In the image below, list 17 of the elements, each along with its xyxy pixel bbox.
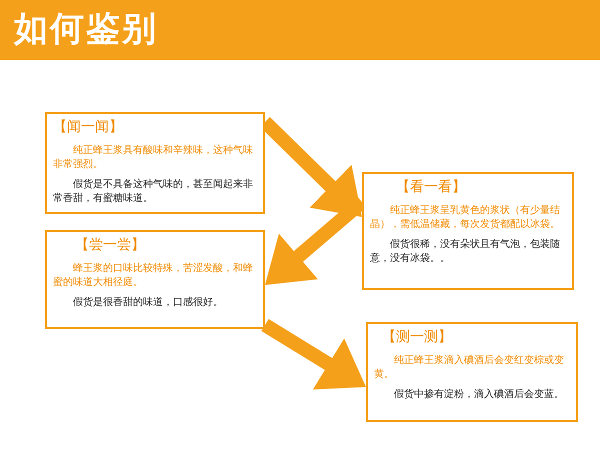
note-text: 假货是很香甜的味道，口感很好。 — [72, 296, 224, 310]
heading: 【测一测】 — [381, 328, 453, 346]
text-card — [45, 112, 265, 214]
heading: 【闻一闻】 — [53, 118, 124, 136]
title: 如何鉴别 — [14, 8, 158, 51]
note-text: 假货很稀，没有朵状且有气泡，包装随意，没有冰袋。。 — [370, 238, 561, 266]
note-text: 假货是不具备这种气味的，甚至闻起来非常香甜，有蜜糖味道。 — [53, 178, 254, 206]
text-card — [362, 172, 574, 290]
heading: 【看一看】 — [395, 178, 467, 196]
body-text: 纯正蜂王浆具有酸味和辛辣味，这种气味非常强烈。 — [53, 144, 254, 172]
text-card — [366, 322, 578, 422]
heading: 【尝一尝】 — [74, 236, 146, 254]
text-card — [45, 230, 265, 329]
body-text: 蜂王浆的口味比较特殊，苦涩发酸，和蜂蜜的味道大相径庭。 — [53, 262, 254, 290]
body-text: 纯正蜂王浆呈乳黄色的浆状（有少量结晶），需低温储藏，每次发货都配以冰袋。 — [370, 204, 561, 232]
note-text: 假货中掺有淀粉，滴入碘酒后会变蓝。 — [393, 388, 565, 402]
body-text: 纯正蜂王浆滴入碘酒后会变红变棕或变黄。 — [374, 354, 565, 382]
